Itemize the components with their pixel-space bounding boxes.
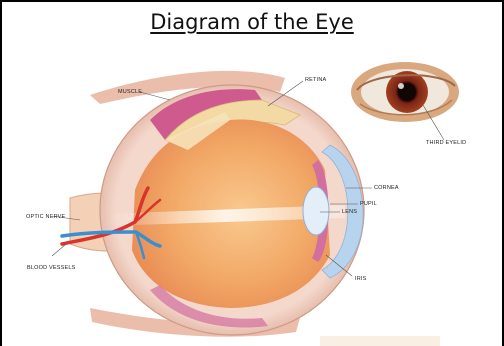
label-pupil: PUPIL [360, 201, 377, 207]
label-optic-nerve: OPTIC NERVE [26, 214, 65, 220]
label-cornea: CORNEA [374, 185, 399, 191]
third-eyelid-illustration [351, 62, 459, 122]
label-iris: IRIS [355, 276, 367, 282]
label-muscle: MUSCLE [118, 89, 142, 95]
label-lens: LENS [342, 209, 357, 215]
lens [303, 187, 329, 235]
label-retina: RETINA [305, 77, 326, 83]
label-third-eyelid: THIRD EYELID [426, 140, 466, 146]
label-blood-vessels: BLOOD VESSELS [27, 265, 75, 271]
